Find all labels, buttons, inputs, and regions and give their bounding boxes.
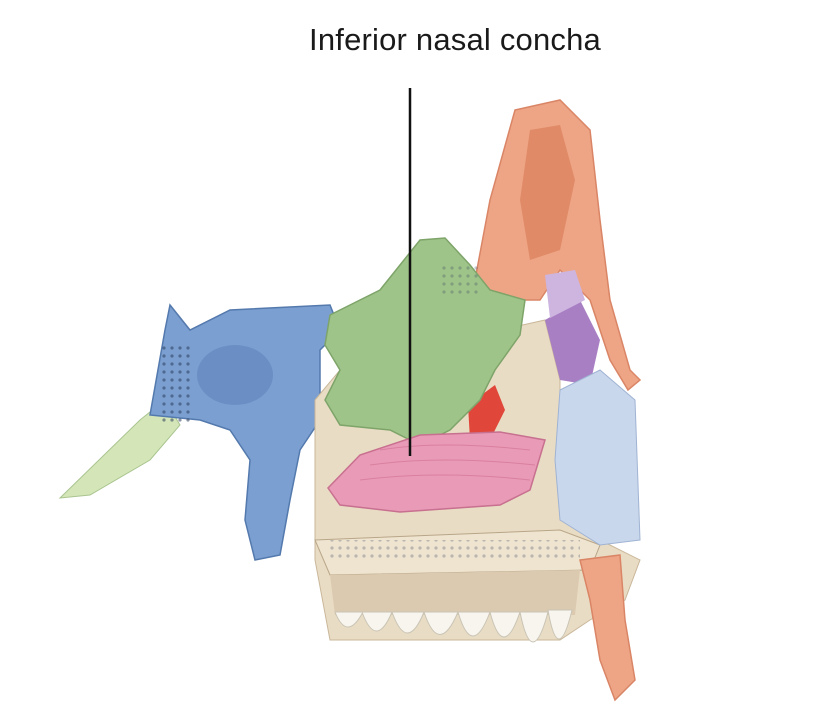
teeth xyxy=(334,609,573,643)
structure-label: Inferior nasal concha xyxy=(309,22,601,57)
palate-texture xyxy=(330,540,580,560)
ethmoid-texture xyxy=(440,265,480,295)
frontal-sinus xyxy=(520,125,575,260)
sphenoid-sinus xyxy=(197,345,273,405)
inferior-nasal-concha xyxy=(327,431,546,513)
concha-ridges xyxy=(359,444,536,481)
maxilla-lower xyxy=(330,570,580,615)
lacrimal-light xyxy=(545,270,585,318)
lacrimal-bone xyxy=(545,300,600,385)
sphenoid-spongy-texture xyxy=(160,345,190,425)
sphenoid-bone xyxy=(149,303,341,561)
nasal-tip-cartilage xyxy=(579,554,636,702)
light-blue-bone xyxy=(554,369,641,546)
